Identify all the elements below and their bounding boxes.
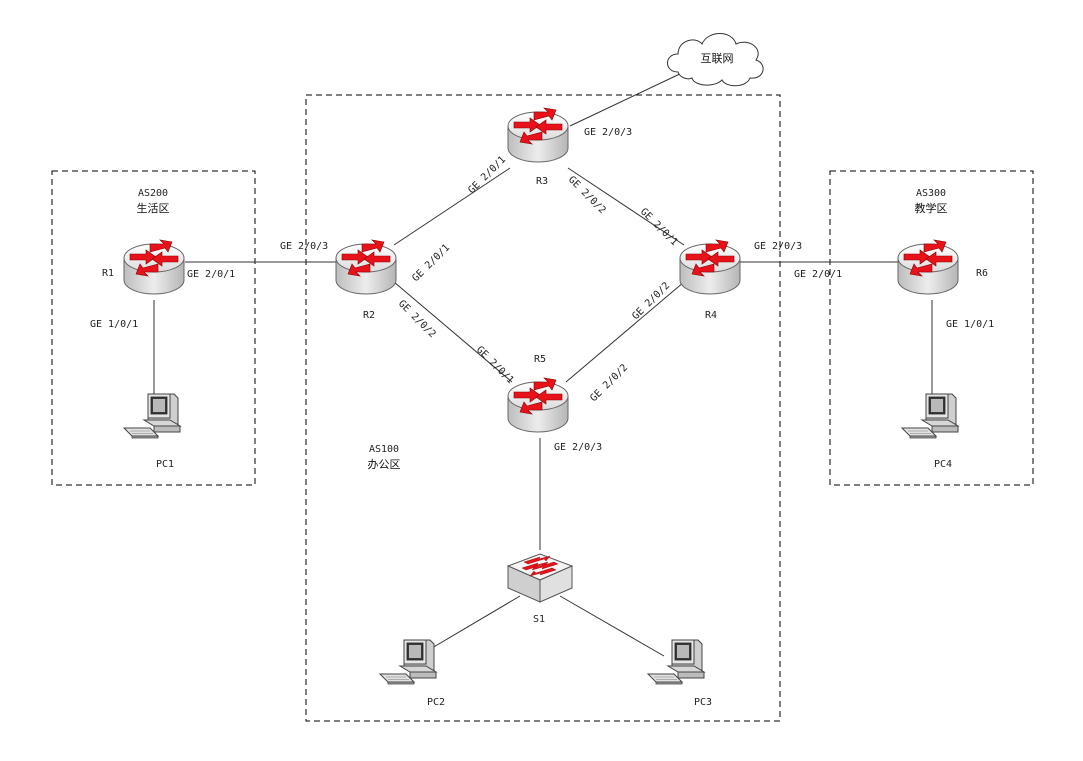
pc4-icon (901, 393, 959, 439)
pc2-icon (379, 639, 437, 685)
iface-r4-ge202: GE 2/0/2 (630, 280, 672, 322)
iface-r5-ge201: GE 2/0/1 (474, 344, 516, 386)
internet-cloud-icon (667, 33, 764, 87)
router-r1-icon (123, 239, 185, 295)
device-pc3-name: PC3 (694, 697, 712, 708)
iface-r1-ge101: GE 1/0/1 (90, 319, 138, 330)
switch-s1-icon (506, 553, 574, 603)
zone-box-as300 (829, 170, 1034, 486)
link-r2-r5 (393, 281, 513, 383)
device-r4-name: R4 (705, 310, 717, 321)
router-r4-icon (679, 239, 741, 295)
iface-r5-ge203: GE 2/0/3 (554, 442, 602, 453)
device-s1-name: S1 (533, 614, 545, 625)
zone-as300-name: 教学区 (915, 201, 948, 215)
link-s1-pc3 (559, 595, 665, 657)
zone-as200-name: 生活区 (137, 201, 170, 215)
device-pc4-name: PC4 (934, 459, 952, 470)
pc1-icon (123, 393, 181, 439)
zone-box-as200 (51, 170, 256, 486)
iface-r6-ge101: GE 1/0/1 (946, 319, 994, 330)
device-r6-name: R6 (976, 268, 988, 279)
internet-label: 互联网 (701, 52, 734, 65)
zone-as100-name: 办公区 (368, 458, 401, 471)
iface-r1-ge201: GE 2/0/1 (187, 269, 235, 280)
link-r3-internet (569, 71, 685, 127)
iface-r2-ge201: GE 2/0/1 (410, 242, 452, 284)
iface-r2-ge203: GE 2/0/3 (280, 241, 328, 252)
link-s1-pc2 (431, 595, 521, 649)
device-r5-name: R5 (534, 354, 546, 365)
router-r2-icon (335, 239, 397, 295)
device-r1-name: R1 (102, 268, 114, 279)
zone-as200-number: AS200 (138, 188, 168, 199)
iface-r4-ge203: GE 2/0/3 (754, 241, 802, 252)
iface-r4-ge201: GE 2/0/1 (638, 206, 680, 248)
iface-r3-ge203: GE 2/0/3 (584, 127, 632, 138)
iface-r5-ge202: GE 2/0/2 (588, 362, 630, 404)
device-pc2-name: PC2 (427, 697, 445, 708)
device-pc1-name: PC1 (156, 459, 174, 470)
link-r2-r3 (393, 167, 511, 246)
router-r6-icon (897, 239, 959, 295)
router-r5-icon (507, 377, 569, 433)
device-r2-name: R2 (363, 310, 375, 321)
iface-r3-ge201: GE 2/0/1 (466, 154, 508, 196)
iface-r6-ge201: GE 2/0/1 (794, 269, 842, 280)
iface-r2-ge202: GE 2/0/2 (396, 298, 438, 340)
device-r3-name: R3 (536, 176, 548, 187)
zone-as100-number: AS100 (369, 444, 399, 455)
link-r3-r4 (567, 167, 685, 246)
zone-as300-number: AS300 (916, 188, 946, 199)
pc3-icon (647, 639, 705, 685)
router-r3-icon (507, 107, 569, 163)
link-r5-r4 (565, 281, 685, 383)
